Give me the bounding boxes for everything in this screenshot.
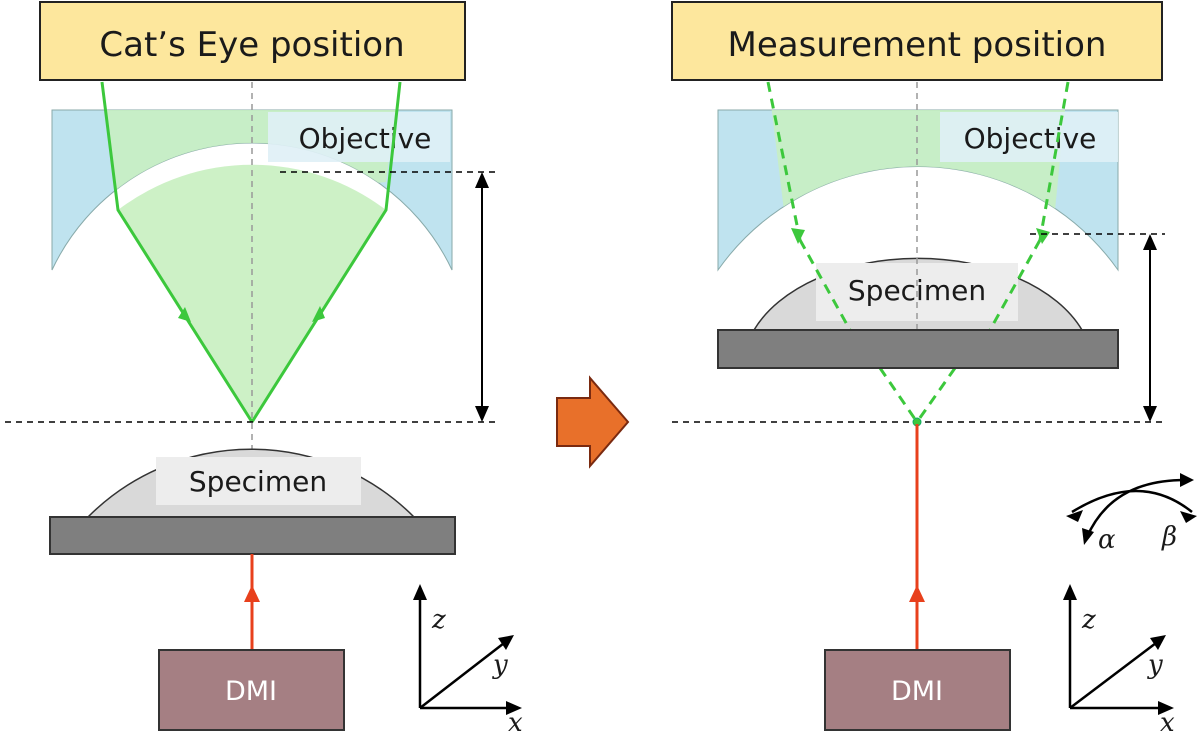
right-x-label: x [1160,708,1175,735]
rotation-arrowhead-3 [1082,528,1094,545]
left-ray-arrow-1 [178,307,191,322]
left-z-label: z [431,605,446,635]
left-z-arrowhead [413,584,427,600]
beta-label: β [1161,522,1177,552]
right-z-arrowhead [1063,584,1077,600]
transition-arrow [556,375,630,469]
left-title: Cat’s Eye position [99,25,404,65]
left-objective-label: Objective [299,122,432,155]
left-panel: Cat’s Eye position Objective Specimen [39,1,523,735]
left-y-label: y [492,650,508,680]
rotation-arrowhead-1 [1066,510,1083,522]
left-x-label: x [508,708,523,735]
left-ray-arrow-2 [312,306,325,322]
left-y-arrowhead [498,635,514,650]
rotation-arrowhead-4 [1180,473,1194,487]
right-axes [1068,592,1166,710]
right-ray-arrow-2 [1036,228,1050,244]
alpha-label: α [1098,525,1116,555]
right-y-label: y [1147,650,1163,680]
right-objective-label-box [940,112,1118,162]
left-axes [418,592,514,710]
left-specimen-label-box [156,457,361,505]
right-x-arrowhead [1158,701,1174,715]
right-ray-arrow-1 [791,228,805,244]
left-x-arrowhead [506,701,522,715]
left-objective-label-box [268,112,450,162]
left-rays [100,81,402,423]
right-rays [766,81,1070,423]
right-objective-label: Objective [964,122,1097,155]
right-panel: Measurement position Objective Specimen [671,1,1197,735]
left-dmi-box [158,649,345,731]
left-stage [49,516,456,555]
left-laser-arrow [244,585,260,602]
right-dmi-box [824,649,1011,731]
right-laser-arrow [909,585,925,602]
right-z-label: z [1081,605,1096,635]
right-stage [717,329,1119,369]
left-dmi-label: DMI [225,676,277,707]
rotation-arrows [1071,478,1193,538]
left-distance-arrow [475,172,489,422]
left-specimen-label: Specimen [189,465,327,498]
right-title: Measurement position [728,25,1107,65]
right-specimen-label: Specimen [848,274,986,307]
left-title-box: Cat’s Eye position [39,1,466,81]
right-y-arrowhead [1150,635,1166,650]
right-objective-beam-fill [768,110,1068,260]
right-dmi-label: DMI [891,676,943,707]
rotation-arrowhead-2 [1180,511,1197,523]
right-title-box: Measurement position [671,1,1163,81]
right-distance-arrow [1143,234,1157,422]
